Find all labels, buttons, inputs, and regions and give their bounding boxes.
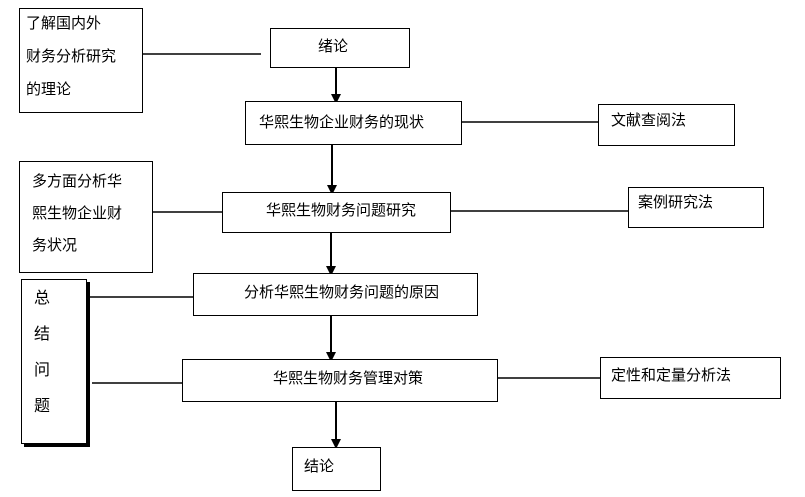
countermeasures-label: 华熙生物财务管理对策 bbox=[273, 369, 424, 387]
summary-char-2: 结 bbox=[33, 324, 50, 343]
problems-label: 华熙生物财务问题研究 bbox=[266, 201, 417, 219]
literature-method-box: 文献查阅法 bbox=[598, 104, 735, 146]
analysis-line-2: 熙生物企业财 bbox=[32, 204, 123, 222]
quantitative-label: 定性和定量分析法 bbox=[611, 366, 732, 384]
summary-char-3: 问 bbox=[33, 360, 50, 379]
analysis-note-box: 多方面分析华 熙生物企业财 务状况 bbox=[19, 161, 153, 273]
status-box: 华熙生物企业财务的现状 bbox=[245, 101, 462, 145]
intro-label: 绪论 bbox=[318, 37, 349, 55]
theory-line-2: 财务分析研究 bbox=[26, 47, 117, 65]
case-study-method-box: 案例研究法 bbox=[628, 187, 764, 228]
analysis-line-1: 多方面分析华 bbox=[32, 172, 123, 190]
literature-label: 文献查阅法 bbox=[611, 111, 687, 129]
causes-label: 分析华熙生物财务问题的原因 bbox=[244, 283, 440, 301]
analysis-line-3: 务状况 bbox=[32, 236, 78, 254]
causes-box: 分析华熙生物财务问题的原因 bbox=[193, 273, 478, 316]
status-label: 华熙生物企业财务的现状 bbox=[259, 113, 425, 131]
summary-char-4: 题 bbox=[33, 396, 50, 415]
problems-box: 华熙生物财务问题研究 bbox=[222, 192, 451, 233]
theory-line-3: 的理论 bbox=[26, 80, 72, 98]
quantitative-method-box: 定性和定量分析法 bbox=[600, 357, 781, 399]
countermeasures-box: 华熙生物财务管理对策 bbox=[182, 359, 498, 402]
theory-note-box: 了解国内外 财务分析研究 的理论 bbox=[19, 8, 143, 113]
conclusion-label: 结论 bbox=[304, 457, 335, 475]
summary-note-box: 总 结 问 题 bbox=[21, 279, 87, 444]
theory-line-1: 了解国内外 bbox=[26, 14, 102, 32]
summary-char-1: 总 bbox=[33, 288, 50, 307]
case-study-label: 案例研究法 bbox=[638, 193, 714, 211]
conclusion-box: 结论 bbox=[292, 447, 381, 491]
intro-box: 绪论 bbox=[270, 28, 410, 68]
